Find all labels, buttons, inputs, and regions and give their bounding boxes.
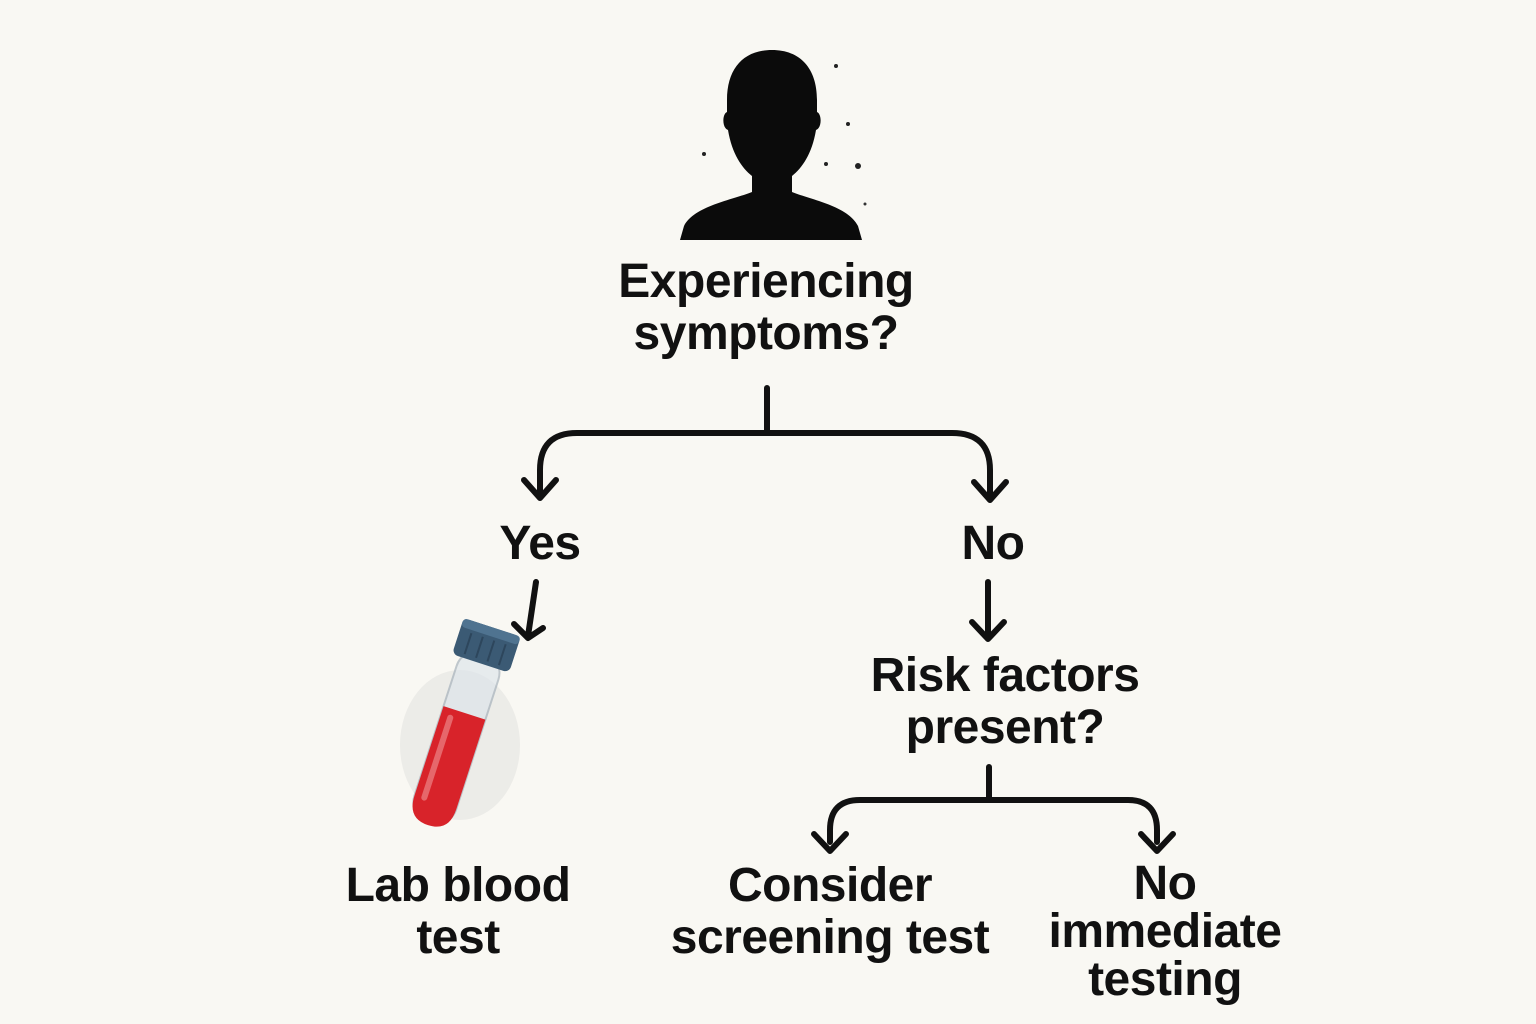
connector-yes-arrow	[525, 579, 539, 639]
risk-factors-question: Risk factors present?	[870, 649, 1140, 754]
outcome-lab-blood-test: Lab blood test	[345, 859, 571, 964]
branch-yes-label: Yes	[499, 517, 581, 570]
arrowhead-consider	[811, 831, 849, 854]
arrowhead-no-risk	[969, 619, 1007, 642]
arrowhead-no-immediate	[1138, 831, 1176, 854]
outcome-consider-screening: Consider screening test	[670, 859, 990, 964]
person-silhouette-icon	[680, 50, 867, 240]
connector-root-split	[537, 430, 993, 498]
arrowhead-no	[971, 479, 1009, 503]
blood-test-tube-icon	[400, 619, 520, 827]
root-question: Experiencing symptoms?	[618, 255, 914, 360]
arrowhead-yes	[521, 477, 559, 501]
connector-risk-split	[827, 797, 1160, 845]
outcome-no-immediate-testing: No immediate testing	[1048, 857, 1282, 1006]
arrowhead-yes-tube	[511, 621, 546, 641]
branch-no-label: No	[961, 517, 1025, 570]
